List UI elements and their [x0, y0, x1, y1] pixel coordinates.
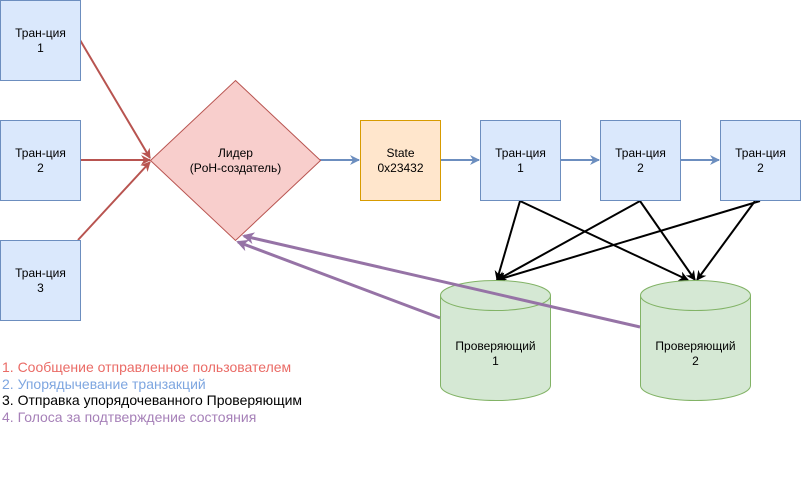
- legend-item-votes: 4. Голоса за подтверждение состояния: [2, 408, 257, 425]
- tx-in-1: Тран-ция 1: [0, 0, 81, 81]
- edge-validator2-vote: [242, 232, 641, 329]
- leader-line1: Лидер: [218, 146, 253, 160]
- tx-in-3-line2: 3: [37, 281, 44, 295]
- validator-2: Проверяющий 2: [640, 280, 751, 401]
- tx-out-1-line2: 1: [517, 161, 524, 175]
- tx-out-2-line1: Тран-ция: [615, 146, 666, 160]
- legend-item-user-message: 1. Сообщение отправленное пользователем: [2, 359, 292, 375]
- legend-item-ordering: 2. Упорядычевание транзакций: [2, 375, 206, 392]
- tx-out-2: Тран-ция 2: [600, 120, 681, 201]
- edge-otx1-to-validator2: [519, 200, 689, 281]
- tx-out-3: Тран-ция 2: [720, 120, 801, 201]
- validator-1: Проверяющий 1: [440, 280, 551, 401]
- tx-in-1-line1: Тран-ция: [15, 26, 66, 40]
- edge-otx1-to-validator1: [494, 200, 521, 281]
- validator-2-line1: Проверяющий: [655, 339, 735, 353]
- tx-in-3-line1: Тран-ция: [15, 266, 66, 280]
- edge-otx3-to-validator2: [696, 200, 756, 281]
- leader-line2: (PoH-создатель): [190, 161, 282, 175]
- tx-in-2: Тран-ция 2: [0, 120, 81, 201]
- edge-otx2-to-validator1: [496, 200, 641, 281]
- tx-out-2-line2: 2: [637, 161, 644, 175]
- tx-out-1-line1: Тран-ция: [495, 146, 546, 160]
- legend: 1. Сообщение отправленное пользователем …: [2, 359, 302, 425]
- edge-tx3-to-leader: [77, 161, 151, 241]
- tx-out-3-line1: Тран-ция: [735, 146, 786, 160]
- edge-validator1-vote: [236, 239, 441, 320]
- validator-1-line2: 1: [492, 354, 499, 368]
- send-to-validators-edges: [494, 200, 761, 283]
- edge-otx2-to-validator2: [639, 200, 696, 281]
- tx-in-3: Тран-ция 3: [0, 240, 81, 321]
- edge-tx1-to-leader: [79, 39, 151, 159]
- tx-in-2-line1: Тран-ция: [15, 146, 66, 160]
- tx-in-2-line2: 2: [37, 161, 44, 175]
- tx-in-1-line2: 1: [37, 41, 44, 55]
- legend-item-send-to-validators: 3. Отправка упорядочеванного Проверяющим: [2, 392, 303, 408]
- state-node: State 0x23432: [360, 120, 441, 201]
- state-line1: State: [386, 146, 414, 160]
- validator-1-line1: Проверяющий: [455, 339, 535, 353]
- validator-2-line2: 2: [692, 354, 699, 368]
- user-message-edges: [77, 39, 151, 241]
- vote-edges: [236, 232, 641, 329]
- edge-otx3-to-validator1: [496, 200, 761, 283]
- tx-out-1: Тран-ция 1: [480, 120, 561, 201]
- leader-node: Лидер (PoH-создатель): [149, 79, 322, 242]
- state-line2: 0x23432: [377, 161, 423, 175]
- tx-out-3-line2: 2: [757, 161, 764, 175]
